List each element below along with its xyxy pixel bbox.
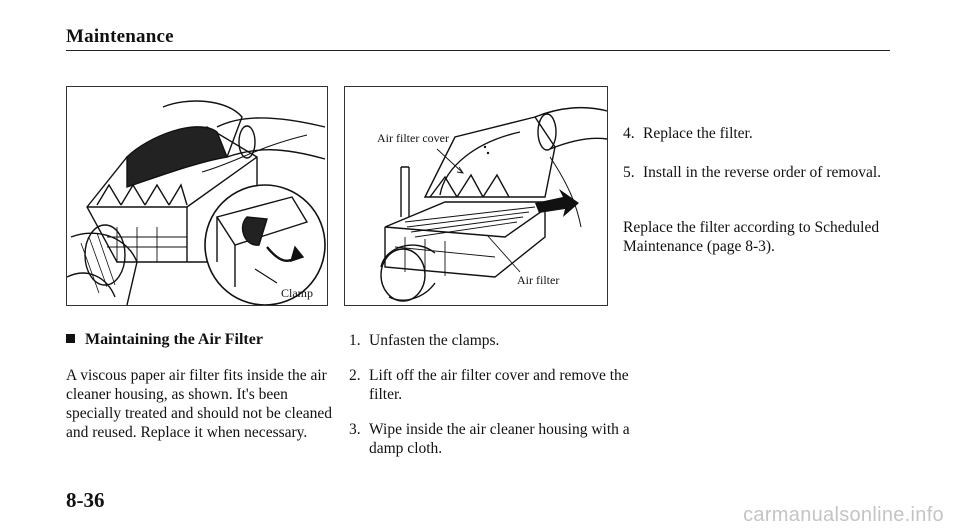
step-item: 4. Replace the filter. — [623, 124, 893, 143]
section-heading: Maintaining the Air Filter — [66, 331, 263, 349]
page-number: 8-36 — [66, 488, 105, 512]
step-item: 2. Lift off the air filter cover and remo… — [349, 366, 631, 404]
step-number: 4. — [623, 125, 635, 142]
page-title: Maintenance — [66, 26, 174, 47]
step-item: 1. Unfasten the clamps. — [349, 331, 631, 350]
step-item: 3. Wipe inside the air cleaner housing wi… — [349, 420, 631, 458]
bullet-square-icon — [66, 334, 75, 343]
air-cleaner-clamp-figure: Clamp — [66, 86, 328, 306]
air-filter-label: Air filter — [517, 273, 560, 287]
section-heading-text: Maintaining the Air Filter — [85, 331, 263, 348]
step-text: Install in the reverse order of removal. — [643, 164, 882, 181]
clamp-label: Clamp — [281, 286, 313, 300]
step-text: Wipe inside the air cleaner housing with… — [369, 421, 630, 457]
air-filter-cover-label: Air filter cover — [377, 131, 449, 145]
step-number: 3. — [349, 421, 361, 438]
step-number: 1. — [349, 332, 361, 349]
header-divider — [66, 50, 890, 51]
air-filter-removal-illustration — [380, 106, 607, 302]
step-number: 5. — [623, 164, 635, 181]
replacement-note: Replace the filter according to Schedule… — [623, 219, 880, 255]
step-text: Replace the filter. — [643, 125, 753, 142]
step-number: 2. — [349, 367, 361, 384]
step-text: Unfasten the clamps. — [369, 332, 500, 349]
air-cleaner-clamp-illustration — [67, 100, 326, 305]
intro-paragraph: A viscous paper air filter fits inside t… — [66, 367, 332, 441]
air-filter-removal-figure: Air filter cover Air filter — [344, 86, 608, 306]
step-text: Lift off the air filter cover and remove… — [369, 367, 629, 403]
watermark: carmanualsonline.info — [743, 504, 944, 526]
step-item: 5. Install in the reverse order of remova… — [623, 163, 883, 182]
